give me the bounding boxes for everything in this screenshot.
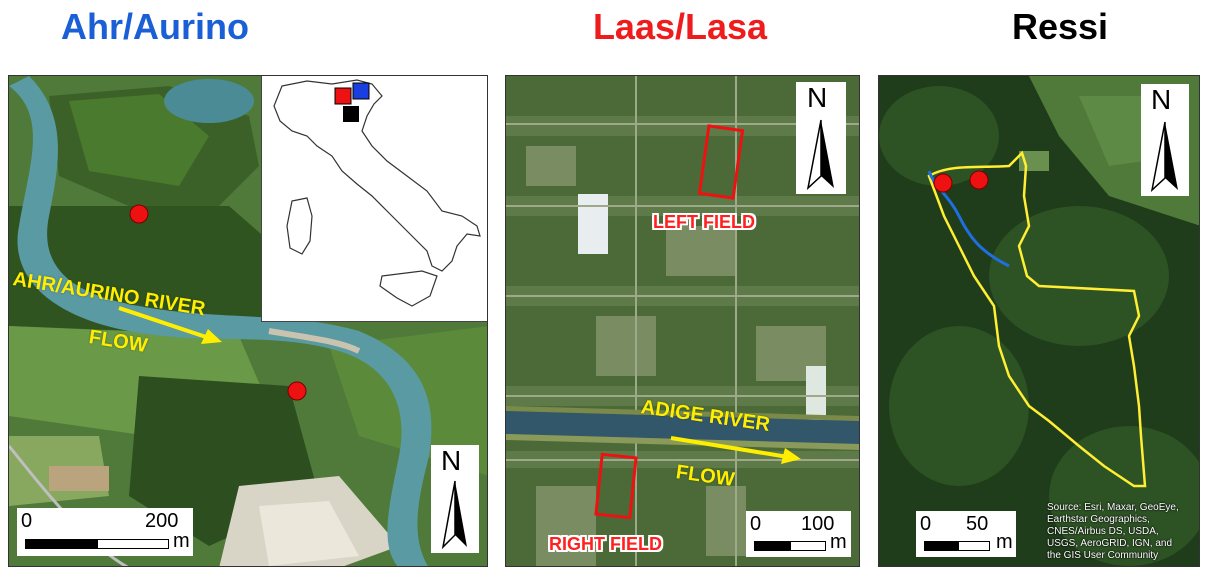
left-field-label: LEFT FIELD <box>653 212 755 232</box>
basin-outline-ressi <box>927 150 1147 488</box>
north-arrow-ressi: N <box>1141 84 1189 196</box>
sampling-site-marker <box>129 204 149 224</box>
right-field-outline <box>594 452 638 520</box>
map-panel-ressi: N 0 50 m Source: Esri, Maxar, GeoEye, Ea… <box>878 75 1200 567</box>
italy-inset-map <box>261 76 487 322</box>
blue-square-icon <box>352 82 370 100</box>
title-ressi: Ressi <box>1011 6 1109 47</box>
scale-bar-laas: 0 100 m <box>746 511 851 557</box>
title-ahr-aurino: Ahr/Aurino <box>61 6 249 47</box>
red-square-icon <box>334 87 352 105</box>
italy-outline <box>273 79 481 272</box>
north-arrow-laas: N <box>796 82 846 194</box>
sampling-site-marker <box>933 173 953 193</box>
north-arrow-ahr: N <box>431 445 479 553</box>
flow-arrow-ahr <box>118 306 210 340</box>
scale-bar-ressi: 0 50 m <box>916 511 1016 557</box>
imagery-credit: Source: Esri, Maxar, GeoEye, Earthstar G… <box>1047 502 1179 561</box>
right-field-label: RIGHT FIELD <box>549 534 662 554</box>
scale-bar-ahr: 0 200 m <box>17 508 193 556</box>
flow-arrow-laas <box>670 436 789 459</box>
black-square-icon <box>343 106 359 122</box>
left-field-outline <box>697 124 745 200</box>
sampling-site-marker <box>287 381 307 401</box>
aerial-image-laas-lasa <box>506 76 859 566</box>
north-arrow-icon <box>1150 121 1178 193</box>
north-arrow-icon <box>441 480 467 550</box>
sampling-site-marker <box>969 170 989 190</box>
map-panel-ahr-aurino: AHR/AURINO RIVER FLOW N 0 200 m <box>8 75 488 567</box>
title-laas-lasa: Laas/Lasa <box>592 6 768 47</box>
north-arrow-icon <box>806 119 834 191</box>
map-panel-laas-lasa: LEFT FIELD RIGHT FIELD ADIGE RIVER FLOW … <box>505 75 860 567</box>
sardinia-outline <box>286 197 313 255</box>
sicily-outline <box>379 270 438 307</box>
